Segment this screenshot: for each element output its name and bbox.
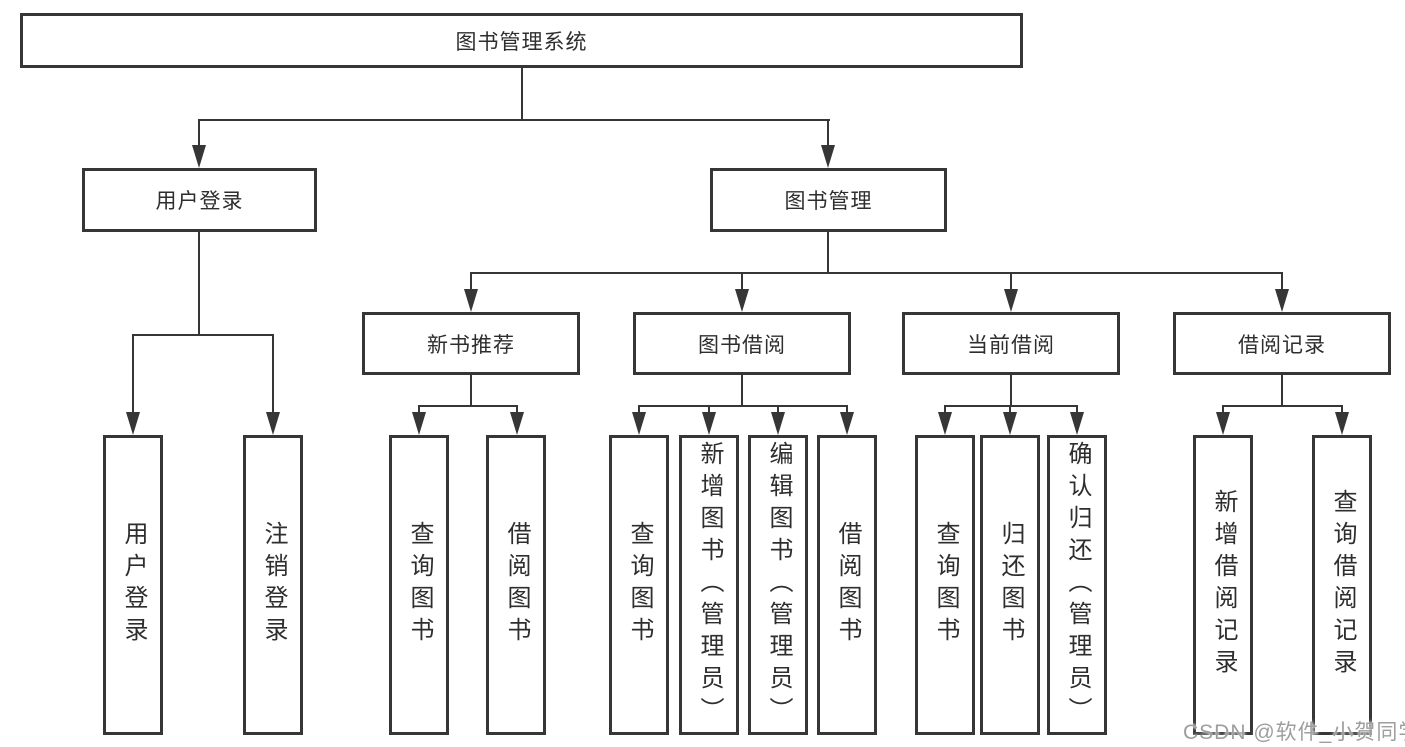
connector-bookborrow-bar (638, 405, 848, 407)
csdn-watermark: CSDN @软件_小贺同学 (1183, 721, 1405, 744)
connector-userlogin-stem (198, 232, 200, 336)
arrow-down-icon (840, 412, 854, 435)
connector-drop (418, 405, 420, 415)
arrow-down-icon (1335, 412, 1349, 435)
node-leaf-query-borrow-record: 查询借阅记录 (1312, 435, 1372, 735)
arrow-down-icon (1004, 289, 1018, 312)
connector-drop (846, 405, 848, 415)
connector-bookborrow-stem (741, 375, 743, 407)
arrow-down-icon (412, 412, 426, 435)
connector-drop (516, 405, 518, 415)
arrow-down-icon (938, 412, 952, 435)
node-leaf-logout: 注销登录 (243, 435, 303, 735)
connector-currentborrow-stem (1010, 375, 1012, 407)
node-book-borrow: 图书借阅 (633, 312, 851, 375)
arrow-down-icon (1003, 412, 1017, 435)
node-new-book-recommend: 新书推荐 (362, 312, 580, 375)
node-leaf-user-login: 用户登录 (103, 435, 163, 735)
connector-currentborrow-bar (944, 405, 1078, 407)
connector-drop (708, 405, 710, 415)
node-leaf-borrow-book-1: 借阅图书 (486, 435, 546, 735)
arrow-down-icon (192, 145, 206, 168)
connector-drop-login (132, 334, 134, 414)
arrow-down-icon (821, 145, 835, 168)
connector-drop (1009, 405, 1011, 415)
connector-drop (1341, 405, 1343, 415)
connector-bookmgmt-stem (827, 232, 829, 274)
arrow-down-icon (1216, 412, 1230, 435)
node-leaf-query-book-2: 查询图书 (609, 435, 669, 735)
connector-drop (1076, 405, 1078, 415)
node-borrow-record: 借阅记录 (1173, 312, 1391, 375)
connector-drop (638, 405, 640, 415)
arrow-down-icon (771, 412, 785, 435)
connector-borrowrecord-bar (1222, 405, 1343, 407)
connector-newbook-stem (470, 375, 472, 407)
arrow-down-icon (126, 412, 140, 435)
arrow-down-icon (632, 412, 646, 435)
node-user-login-branch: 用户登录 (82, 168, 317, 232)
node-leaf-return-book: 归还图书 (980, 435, 1040, 735)
connector-borrowrecord-stem (1281, 375, 1283, 407)
connector-userlogin-bar (132, 334, 274, 336)
node-leaf-confirm-return-admin: 确认归还（管理员） (1047, 435, 1107, 735)
connector-drop (1222, 405, 1224, 415)
connector-drop-book-mgmt (827, 119, 829, 147)
connector-newbook-bar (418, 405, 518, 407)
connector-drop-borrowrecord (1281, 272, 1283, 292)
connector-drop-bookborrow (741, 272, 743, 292)
connector-drop-currentborrow (1010, 272, 1012, 292)
arrow-down-icon (464, 289, 478, 312)
node-library-management-system: 图书管理系统 (20, 13, 1023, 68)
arrow-down-icon (510, 412, 524, 435)
connector-drop-user-login (198, 119, 200, 147)
arrow-down-icon (735, 289, 749, 312)
node-leaf-query-book-3: 查询图书 (915, 435, 975, 735)
connector-root-bar (198, 119, 830, 121)
connector-drop-newbook (470, 272, 472, 292)
connector-drop-logout (272, 334, 274, 414)
node-leaf-query-book-1: 查询图书 (389, 435, 449, 735)
connector-drop (777, 405, 779, 415)
node-book-management-branch: 图书管理 (710, 168, 947, 232)
connector-bookmgmt-bar (470, 272, 1283, 274)
connector-root-stem (521, 68, 523, 121)
node-leaf-add-book-admin: 新增图书（管理员） (679, 435, 739, 735)
arrow-down-icon (702, 412, 716, 435)
arrow-down-icon (1070, 412, 1084, 435)
arrow-down-icon (1275, 289, 1289, 312)
connector-drop (944, 405, 946, 415)
node-leaf-add-borrow-record: 新增借阅记录 (1193, 435, 1253, 735)
node-leaf-borrow-book-2: 借阅图书 (817, 435, 877, 735)
node-leaf-edit-book-admin: 编辑图书（管理员） (748, 435, 808, 735)
node-current-borrow: 当前借阅 (902, 312, 1120, 375)
arrow-down-icon (266, 412, 280, 435)
